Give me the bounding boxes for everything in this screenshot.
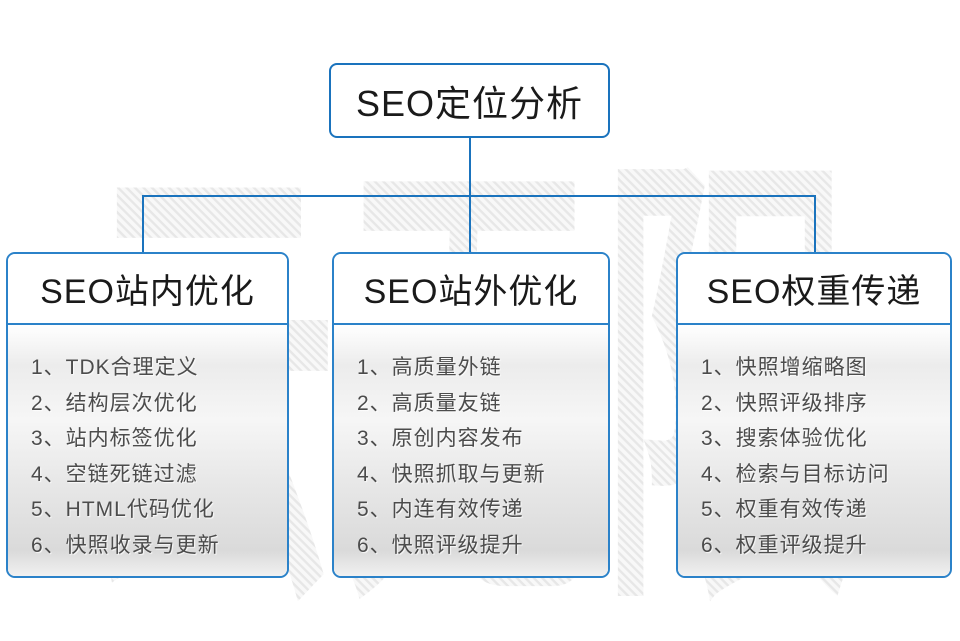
branch-list-onsite: 1、TDK合理定义 2、结构层次优化 3、站内标签优化 4、空链死链过滤 5、HTML代…	[8, 325, 287, 576]
list-item: 6、权重评级提升	[701, 533, 868, 557]
list-item: 4、空链死链过滤	[31, 462, 198, 486]
connector-middle-vertical	[469, 195, 471, 252]
list-item: 2、快照评级排序	[701, 391, 868, 415]
list-item: 3、搜索体验优化	[701, 427, 868, 450]
branch-list-weight: 1、快照增缩略图 2、快照评级排序 3、搜索体验优化 4、检索与目标访问 5、权重有效传…	[678, 325, 950, 576]
list-item: 1、快照增缩略图	[701, 356, 868, 379]
list-item: 1、高质量外链	[357, 356, 502, 379]
list-item: 6、快照收录与更新	[31, 533, 220, 557]
list-item: 4、检索与目标访问	[701, 462, 890, 486]
branch-node-weight: SEO权重传递 1、快照增缩略图 2、快照评级排序 3、搜索体验优化 4、检索与目标访…	[676, 252, 952, 578]
list-item: 3、站内标签优化	[31, 427, 198, 450]
branch-title-offsite: SEO站外优化	[334, 254, 608, 325]
branch-list-offsite: 1、高质量外链 2、高质量友链 3、原创内容发布 4、快照抓取与更新 5、内连有效传递 6…	[334, 325, 608, 576]
list-item: 1、TDK合理定义	[31, 356, 199, 379]
connector-left-vertical	[142, 195, 144, 252]
root-title: SEO定位分析	[355, 82, 584, 124]
connector-right-vertical	[814, 195, 816, 252]
connector-horizontal	[142, 195, 816, 197]
root-node: SEO定位分析	[329, 63, 610, 138]
list-item: 2、高质量友链	[357, 391, 502, 415]
list-item: 5、内连有效传递	[357, 498, 524, 521]
list-item: 5、权重有效传递	[701, 498, 868, 521]
list-item: 3、原创内容发布	[357, 427, 524, 450]
branch-node-onsite: SEO站内优化 1、TDK合理定义 2、结构层次优化 3、站内标签优化 4、空链死链过…	[6, 252, 289, 578]
list-item: 6、快照评级提升	[357, 533, 524, 557]
list-item: 5、HTML代码优化	[31, 498, 215, 521]
connector-root-vertical	[469, 138, 471, 196]
branch-node-offsite: SEO站外优化 1、高质量外链 2、高质量友链 3、原创内容发布 4、快照抓取与更新 5…	[332, 252, 610, 578]
branch-title-onsite: SEO站内优化	[8, 254, 287, 325]
branch-title-weight: SEO权重传递	[678, 254, 950, 325]
list-item: 4、快照抓取与更新	[357, 462, 546, 486]
list-item: 2、结构层次优化	[31, 391, 198, 415]
